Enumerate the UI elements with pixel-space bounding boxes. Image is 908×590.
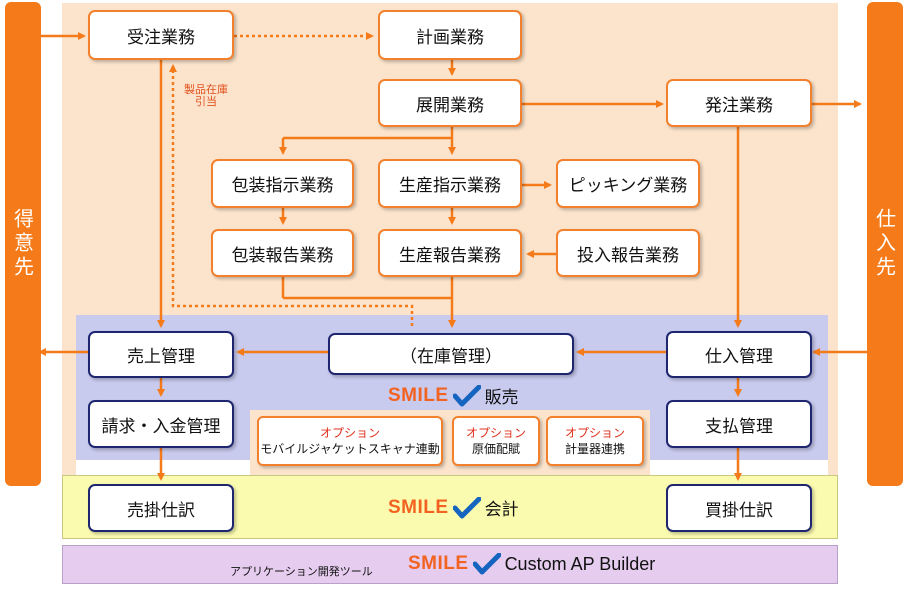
accounting-band-label: 会計 [484,500,519,520]
customer-label: 得意先 [10,208,35,280]
prod-instruct-label: 生産指示業務 [399,176,501,196]
sales-brand: SMILE 販売 [388,383,519,408]
payment-label: 支払管理 [705,416,773,437]
input-report-box[interactable]: 投入報告業務 [556,229,700,277]
inventory-mgmt-label: （在庫管理） [400,346,502,367]
purchase-order-label: 発注業務 [705,95,773,116]
supplier-label: 仕入先 [872,208,897,280]
production-zone-lower-right [828,315,838,475]
production-zone-lower [62,315,76,475]
picking-label: ピッキング業務 [568,176,688,196]
billing-box[interactable]: 請求・入金管理 [88,400,234,448]
ar-journal-label: 売掛仕訳 [127,500,195,521]
smile-logo-text: SMILE [388,496,449,518]
payment-box[interactable]: 支払管理 [666,400,812,448]
stock-allocation-note-line2: 引当 [195,94,217,108]
option-tag: オプション [465,425,526,440]
purchase-mgmt-label: 仕入管理 [705,347,773,367]
option-label: モバイルジャケットスキャナ連動 [260,442,440,456]
prod-report-box[interactable]: 生産報告業務 [378,229,522,277]
picking-box[interactable]: ピッキング業務 [556,159,700,208]
inventory-mgmt-box[interactable]: （在庫管理） [328,333,574,375]
option-label: 計量器連携 [564,442,625,456]
stock-allocation-note-line1: 製品在庫 [184,83,228,96]
dev-tool-caption: アプリケーション開発ツール [230,565,373,578]
supplier-sidebar: 仕入先 [867,2,903,486]
prod-report-label: 生産報告業務 [399,245,501,266]
purchase-mgmt-box[interactable]: 仕入管理 [666,331,812,378]
dev-tool-brand: SMILE Custom AP Builder [408,553,655,575]
option-cost-allocation[interactable]: オプション 原価配賦 [452,416,540,466]
pack-instruct-box[interactable]: 包装指示業務 [211,159,354,208]
option-label: 原価配賦 [471,442,520,456]
smile-logo-text: SMILE [388,384,449,406]
stock-allocation-note: 製品在庫 引当 [176,84,236,107]
billing-label: 請求・入金管理 [101,416,221,437]
pack-report-label: 包装報告業務 [231,245,334,266]
input-report-label: 投入報告業務 [577,245,679,266]
smile-check-icon [452,384,481,406]
order-receive-box[interactable]: 受注業務 [88,10,234,60]
customer-sidebar: 得意先 [5,2,41,486]
smile-check-icon [452,496,481,518]
expand-label: 展開業務 [416,95,484,116]
smile-check-icon [472,553,501,575]
option-tag: オプション [319,425,380,440]
plan-box[interactable]: 計画業務 [378,10,522,60]
ap-journal-box[interactable]: 買掛仕訳 [666,484,812,532]
option-tag: オプション [564,425,625,440]
option-scale-link[interactable]: オプション 計量器連携 [546,416,644,466]
option-mobile-scanner[interactable]: オプション モバイルジャケットスキャナ連動 [257,416,443,466]
plan-label: 計画業務 [416,27,484,48]
sales-band-label: 販売 [484,388,519,408]
sales-mgmt-label: 売上管理 [127,347,195,367]
order-receive-label: 受注業務 [127,27,195,48]
dev-tool-label: Custom AP Builder [504,553,656,574]
purchase-order-box[interactable]: 発注業務 [666,79,812,127]
prod-instruct-box[interactable]: 生産指示業務 [378,159,522,208]
ap-journal-label: 買掛仕訳 [705,500,773,521]
ar-journal-box[interactable]: 売掛仕訳 [88,484,234,532]
smile-logo-text: SMILE [408,553,469,574]
sales-mgmt-box[interactable]: 売上管理 [88,331,234,378]
dev-tool-zone [62,545,838,584]
expand-box[interactable]: 展開業務 [378,79,522,127]
accounting-brand: SMILE 会計 [388,495,519,520]
pack-instruct-label: 包装指示業務 [231,176,334,196]
pack-report-box[interactable]: 包装報告業務 [211,229,354,277]
